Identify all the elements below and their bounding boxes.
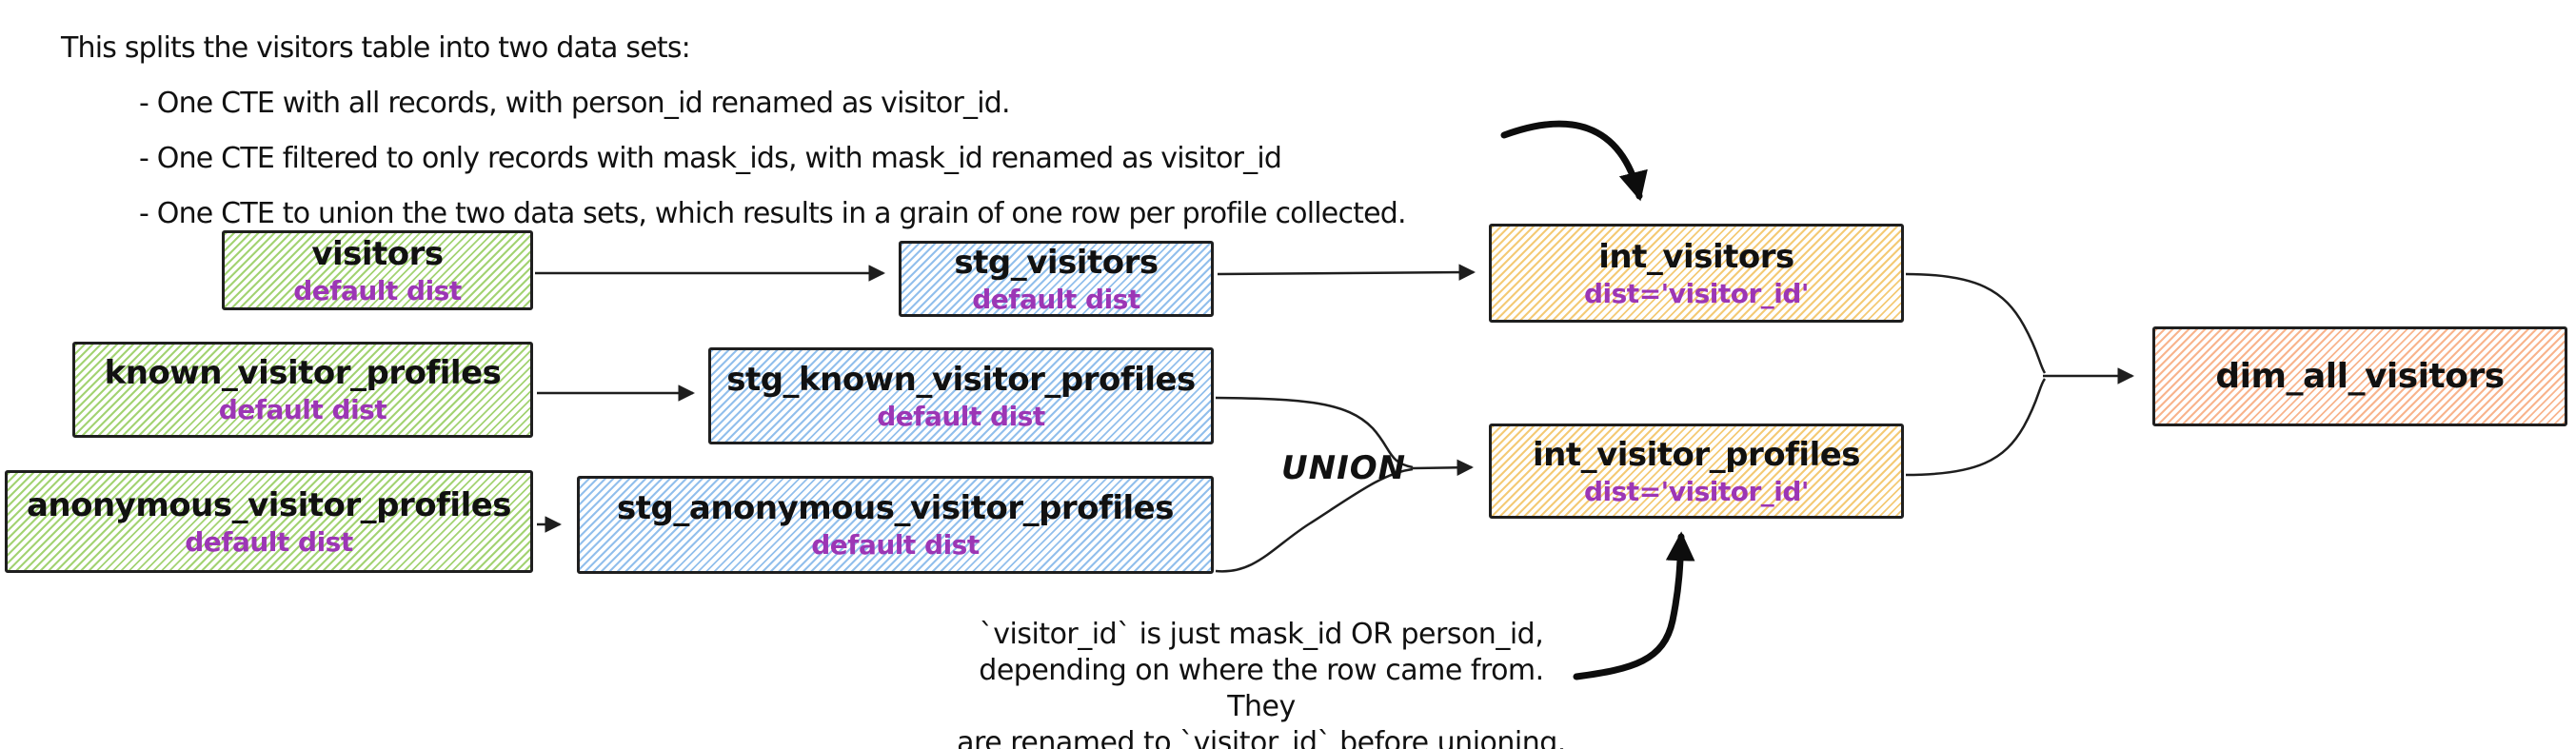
union-label[interactable]: UNION	[1281, 449, 1407, 487]
curve-int-visitor-profiles-to-join[interactable]	[1905, 378, 2047, 477]
node-visitors[interactable]: visitors default dist	[222, 230, 533, 310]
node-anonymous-visitor-profiles-title: anonymous_visitor_profiles	[26, 485, 512, 524]
node-stg-known-visitor-profiles-subtitle: default dist	[877, 400, 1045, 432]
bottom-note-line-3: are renamed to `visitor_id` before union…	[957, 726, 1566, 749]
top-note[interactable]: This splits the visitors table into two …	[61, 21, 1407, 242]
top-note-intro: This splits the visitors table into two …	[61, 31, 691, 65]
node-int-visitors-subtitle: dist='visitor_id'	[1584, 277, 1809, 309]
bottom-note[interactable]: `visitor_id` is just mask_id OR person_i…	[952, 617, 1571, 749]
curve-stg-anonymous-to-union[interactable]	[1215, 467, 1414, 573]
top-note-bullet-1: - One CTE with all records, with person_…	[139, 87, 1011, 120]
node-int-visitor-profiles-title: int_visitor_profiles	[1532, 435, 1861, 474]
annotation-arrow-bottom-note-to-int-visitor-profiles[interactable]	[1573, 531, 1695, 680]
node-dim-all-visitors[interactable]: dim_all_visitors	[2152, 326, 2567, 426]
node-int-visitors-title: int_visitors	[1598, 237, 1794, 276]
annotation-arrow-top-note-to-int-visitors[interactable]	[1500, 120, 1648, 202]
top-note-bullet-2: - One CTE filtered to only records with …	[139, 142, 1282, 175]
bottom-note-line-1: `visitor_id` is just mask_id OR person_i…	[979, 618, 1544, 651]
node-stg-known-visitor-profiles-title: stg_known_visitor_profiles	[726, 360, 1196, 399]
curve-int-visitors-to-join[interactable]	[1905, 272, 2047, 374]
node-int-visitors[interactable]: int_visitors dist='visitor_id'	[1489, 224, 1904, 323]
node-stg-anonymous-visitor-profiles[interactable]: stg_anonymous_visitor_profiles default d…	[577, 476, 1214, 574]
node-dim-all-visitors-title: dim_all_visitors	[2215, 357, 2505, 396]
node-anonymous-visitor-profiles[interactable]: anonymous_visitor_profiles default dist	[5, 470, 533, 573]
node-stg-visitors[interactable]: stg_visitors default dist	[899, 241, 1214, 317]
node-anonymous-visitor-profiles-subtitle: default dist	[185, 525, 353, 558]
node-known-visitor-profiles-title: known_visitor_profiles	[104, 354, 502, 392]
node-stg-visitors-subtitle: default dist	[972, 283, 1140, 315]
node-visitors-title: visitors	[311, 234, 444, 273]
node-known-visitor-profiles-subtitle: default dist	[218, 394, 387, 425]
top-note-bullet-3: - One CTE to union the two data sets, wh…	[139, 197, 1407, 230]
arrow-union-to-int-visitor-profiles[interactable]	[1412, 459, 1474, 476]
node-stg-visitors-title: stg_visitors	[954, 243, 1159, 282]
node-stg-anonymous-visitor-profiles-title: stg_anonymous_visitor_profiles	[617, 489, 1174, 527]
node-visitors-subtitle: default dist	[293, 274, 462, 306]
curve-stg-known-to-union[interactable]	[1215, 396, 1414, 469]
node-known-visitor-profiles[interactable]: known_visitor_profiles default dist	[72, 342, 533, 438]
bottom-note-line-2: depending on where the row came from. Th…	[979, 654, 1544, 723]
node-stg-anonymous-visitor-profiles-subtitle: default dist	[811, 529, 980, 561]
arrow-stg-visitors-to-int-visitors[interactable]	[1217, 264, 1476, 281]
node-stg-known-visitor-profiles[interactable]: stg_known_visitor_profiles default dist	[708, 347, 1214, 444]
node-int-visitor-profiles[interactable]: int_visitor_profiles dist='visitor_id'	[1489, 424, 1904, 519]
node-int-visitor-profiles-subtitle: dist='visitor_id'	[1584, 475, 1809, 507]
